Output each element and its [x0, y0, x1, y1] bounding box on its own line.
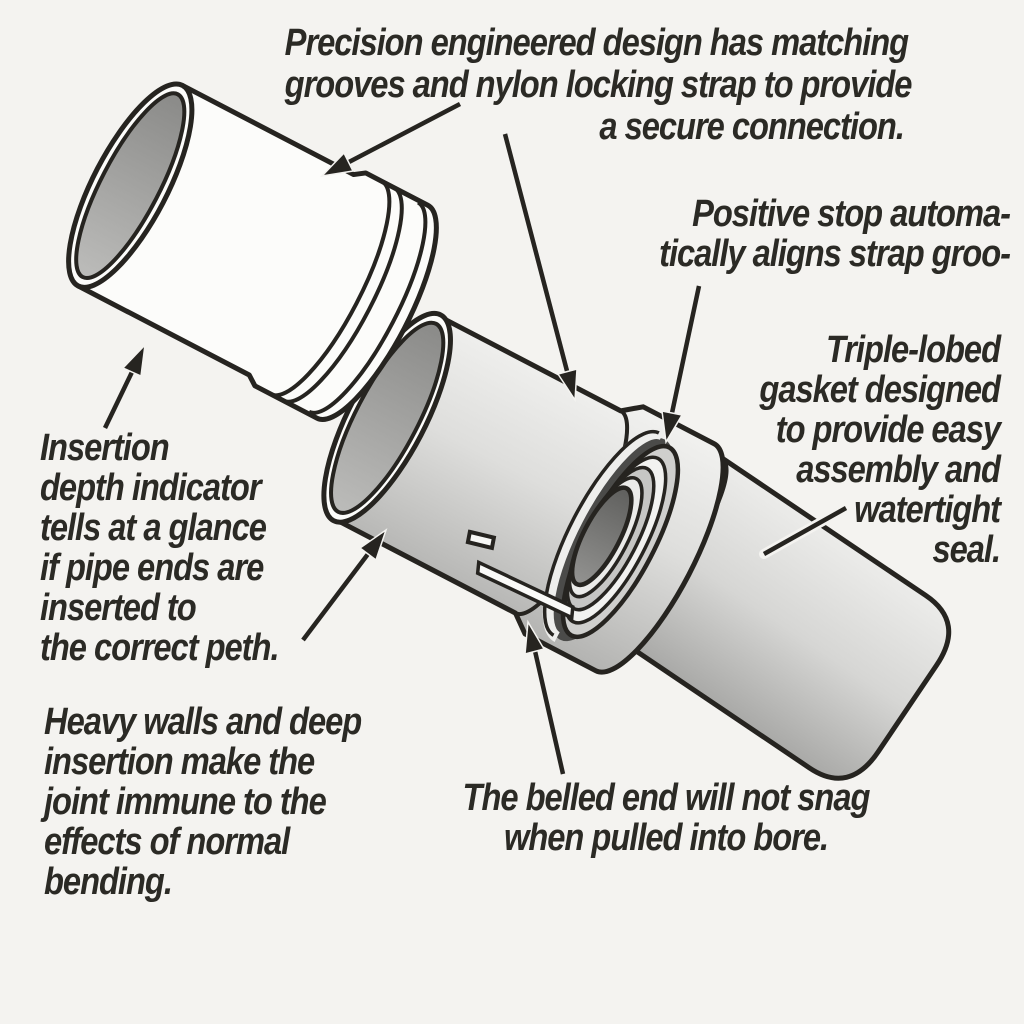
gasket-bore [569, 485, 634, 588]
annotation-line: the correct peth. [40, 627, 280, 669]
arrow-to-grooves [319, 99, 465, 178]
annotation-line: Heavy walls and deep [44, 701, 362, 743]
annotation-line: tells at a glance [40, 507, 267, 549]
leader-line-to-gasket [759, 503, 851, 559]
insertion-depth-indicator-mark [465, 529, 497, 551]
annotation-line: assembly and [796, 449, 1001, 491]
annotation-line: effects of normal [44, 821, 290, 863]
annotation-line: Positive stop automa- [692, 193, 1011, 235]
annotation-positive-stop: Positive stop automa- tically aligns str… [640, 193, 1011, 275]
annotation-line: when pulled into bore. [503, 817, 829, 859]
annotation-triple-lobed-gasket: Triple-lobed gasket designed to provide … [725, 329, 1001, 571]
coupling-opening [329, 320, 446, 515]
annotation-line: Insertion [40, 427, 170, 469]
annotation-line: watertight [854, 489, 1001, 531]
arrow-to-coupling-wall [298, 528, 388, 645]
annotation-precision-grooves: Precision engineered design has matching… [284, 22, 913, 148]
annotation-line: gasket designed [759, 369, 1001, 411]
annotation-belled-end: The belled end will not snag when pulled… [451, 778, 881, 858]
annotation-line: tically aligns strap groo- [659, 233, 1011, 275]
annotation-line: grooves and nylon locking strap to provi… [284, 64, 913, 106]
annotation-line: Precision engineered design has matching [284, 22, 909, 64]
groove-line [269, 179, 392, 398]
spigot-opening [74, 91, 187, 281]
annotation-line: The belled end will not snag [462, 777, 871, 819]
annotation-line: to provide easy [775, 409, 1001, 451]
arrow-to-strap-groove [500, 129, 578, 403]
groove-line [282, 185, 404, 404]
bell-lip-highlight [542, 427, 665, 642]
arrow-to-positive-stop [661, 281, 704, 445]
annotation-line: seal. [932, 529, 1001, 571]
spigot-pipe [66, 81, 439, 422]
annotation-line: Triple-lobed [825, 329, 1001, 371]
annotation-line: depth indicator [40, 467, 262, 509]
arrow-to-belled-end [524, 619, 568, 779]
annotation-heavy-walls: Heavy walls and deep insertion make the … [44, 702, 371, 902]
annotation-line: if pipe ends are [40, 547, 264, 589]
nylon-locking-strap [475, 559, 575, 621]
annotation-line: joint immune to the [44, 781, 327, 823]
annotation-line: a secure connection. [599, 106, 904, 148]
bell-lip-edge [542, 429, 660, 637]
arrow-to-insertion-indicator [100, 342, 147, 433]
annotation-line: inserted to [40, 587, 197, 629]
annotation-line: insertion make the [44, 741, 315, 783]
annotation-line: bending. [44, 861, 173, 903]
end-rim-line [308, 200, 428, 415]
annotation-insertion-depth: Insertion depth indicator tells at a gla… [40, 428, 298, 668]
coupling-pipe [321, 310, 726, 675]
